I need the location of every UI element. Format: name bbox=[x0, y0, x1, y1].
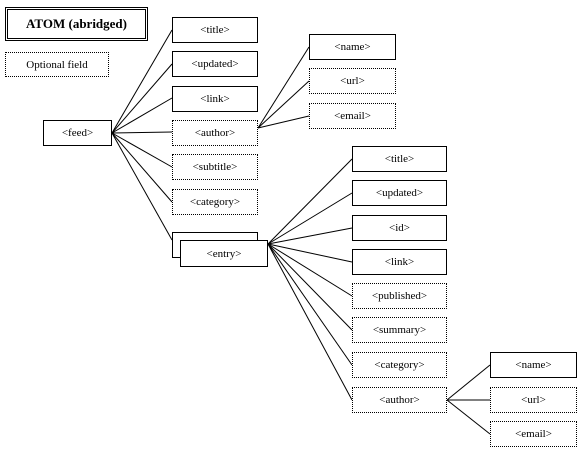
edge-entry-category bbox=[267, 243, 353, 366]
node-entry-published: <published> bbox=[352, 283, 447, 309]
edge-entry-updated bbox=[267, 192, 353, 245]
node-feed-link: <link> bbox=[172, 86, 258, 112]
node-entry-author-url: <url> bbox=[490, 387, 577, 413]
edge-feed-author bbox=[111, 131, 173, 134]
edge-feed-link bbox=[111, 97, 173, 134]
node-entry-link: <link> bbox=[352, 249, 447, 275]
node-feed-title: <title> bbox=[172, 17, 258, 43]
node-entry-title: <title> bbox=[352, 146, 447, 172]
node-entry-id: <id> bbox=[352, 215, 447, 241]
node-feed-author: <author> bbox=[172, 120, 258, 146]
edge-feed-entry bbox=[111, 132, 173, 241]
edge-entry-published bbox=[267, 243, 353, 297]
edge-entry-summary bbox=[267, 243, 353, 331]
node-feed: <feed> bbox=[43, 120, 112, 146]
edge-entry-title bbox=[267, 158, 353, 245]
edge-feed-author-name bbox=[257, 46, 310, 129]
edge-feed-author-email bbox=[257, 115, 310, 129]
edge-entry-author bbox=[267, 243, 353, 401]
legend-optional-field: Optional field bbox=[5, 52, 109, 77]
edge-feed-author-url bbox=[257, 80, 310, 129]
edge-entry-link bbox=[267, 243, 353, 263]
node-feed-entry: <entry> bbox=[180, 240, 268, 267]
node-feed-author-name: <name> bbox=[309, 34, 396, 60]
edge-feed-updated bbox=[111, 63, 173, 134]
node-feed-author-url: <url> bbox=[309, 68, 396, 94]
edge-feed-title bbox=[111, 29, 173, 134]
node-entry-summary: <summary> bbox=[352, 317, 447, 343]
node-feed-subtitle: <subtitle> bbox=[172, 154, 258, 180]
diagram-title: ATOM (abridged) bbox=[5, 7, 148, 41]
node-entry-category: <category> bbox=[352, 352, 447, 378]
node-entry-author-name: <name> bbox=[490, 352, 577, 378]
edge-feed-category bbox=[111, 132, 173, 203]
node-feed-updated: <updated> bbox=[172, 51, 258, 77]
node-feed-category: <category> bbox=[172, 189, 258, 215]
edge-feed-subtitle bbox=[111, 132, 173, 168]
edge-entry-author-email bbox=[446, 399, 491, 435]
node-entry-author-email: <email> bbox=[490, 421, 577, 447]
edge-entry-id bbox=[267, 227, 353, 245]
node-feed-author-email: <email> bbox=[309, 103, 396, 129]
node-entry-author: <author> bbox=[352, 387, 447, 413]
node-entry-updated: <updated> bbox=[352, 180, 447, 206]
edge-entry-author-name bbox=[446, 364, 491, 401]
